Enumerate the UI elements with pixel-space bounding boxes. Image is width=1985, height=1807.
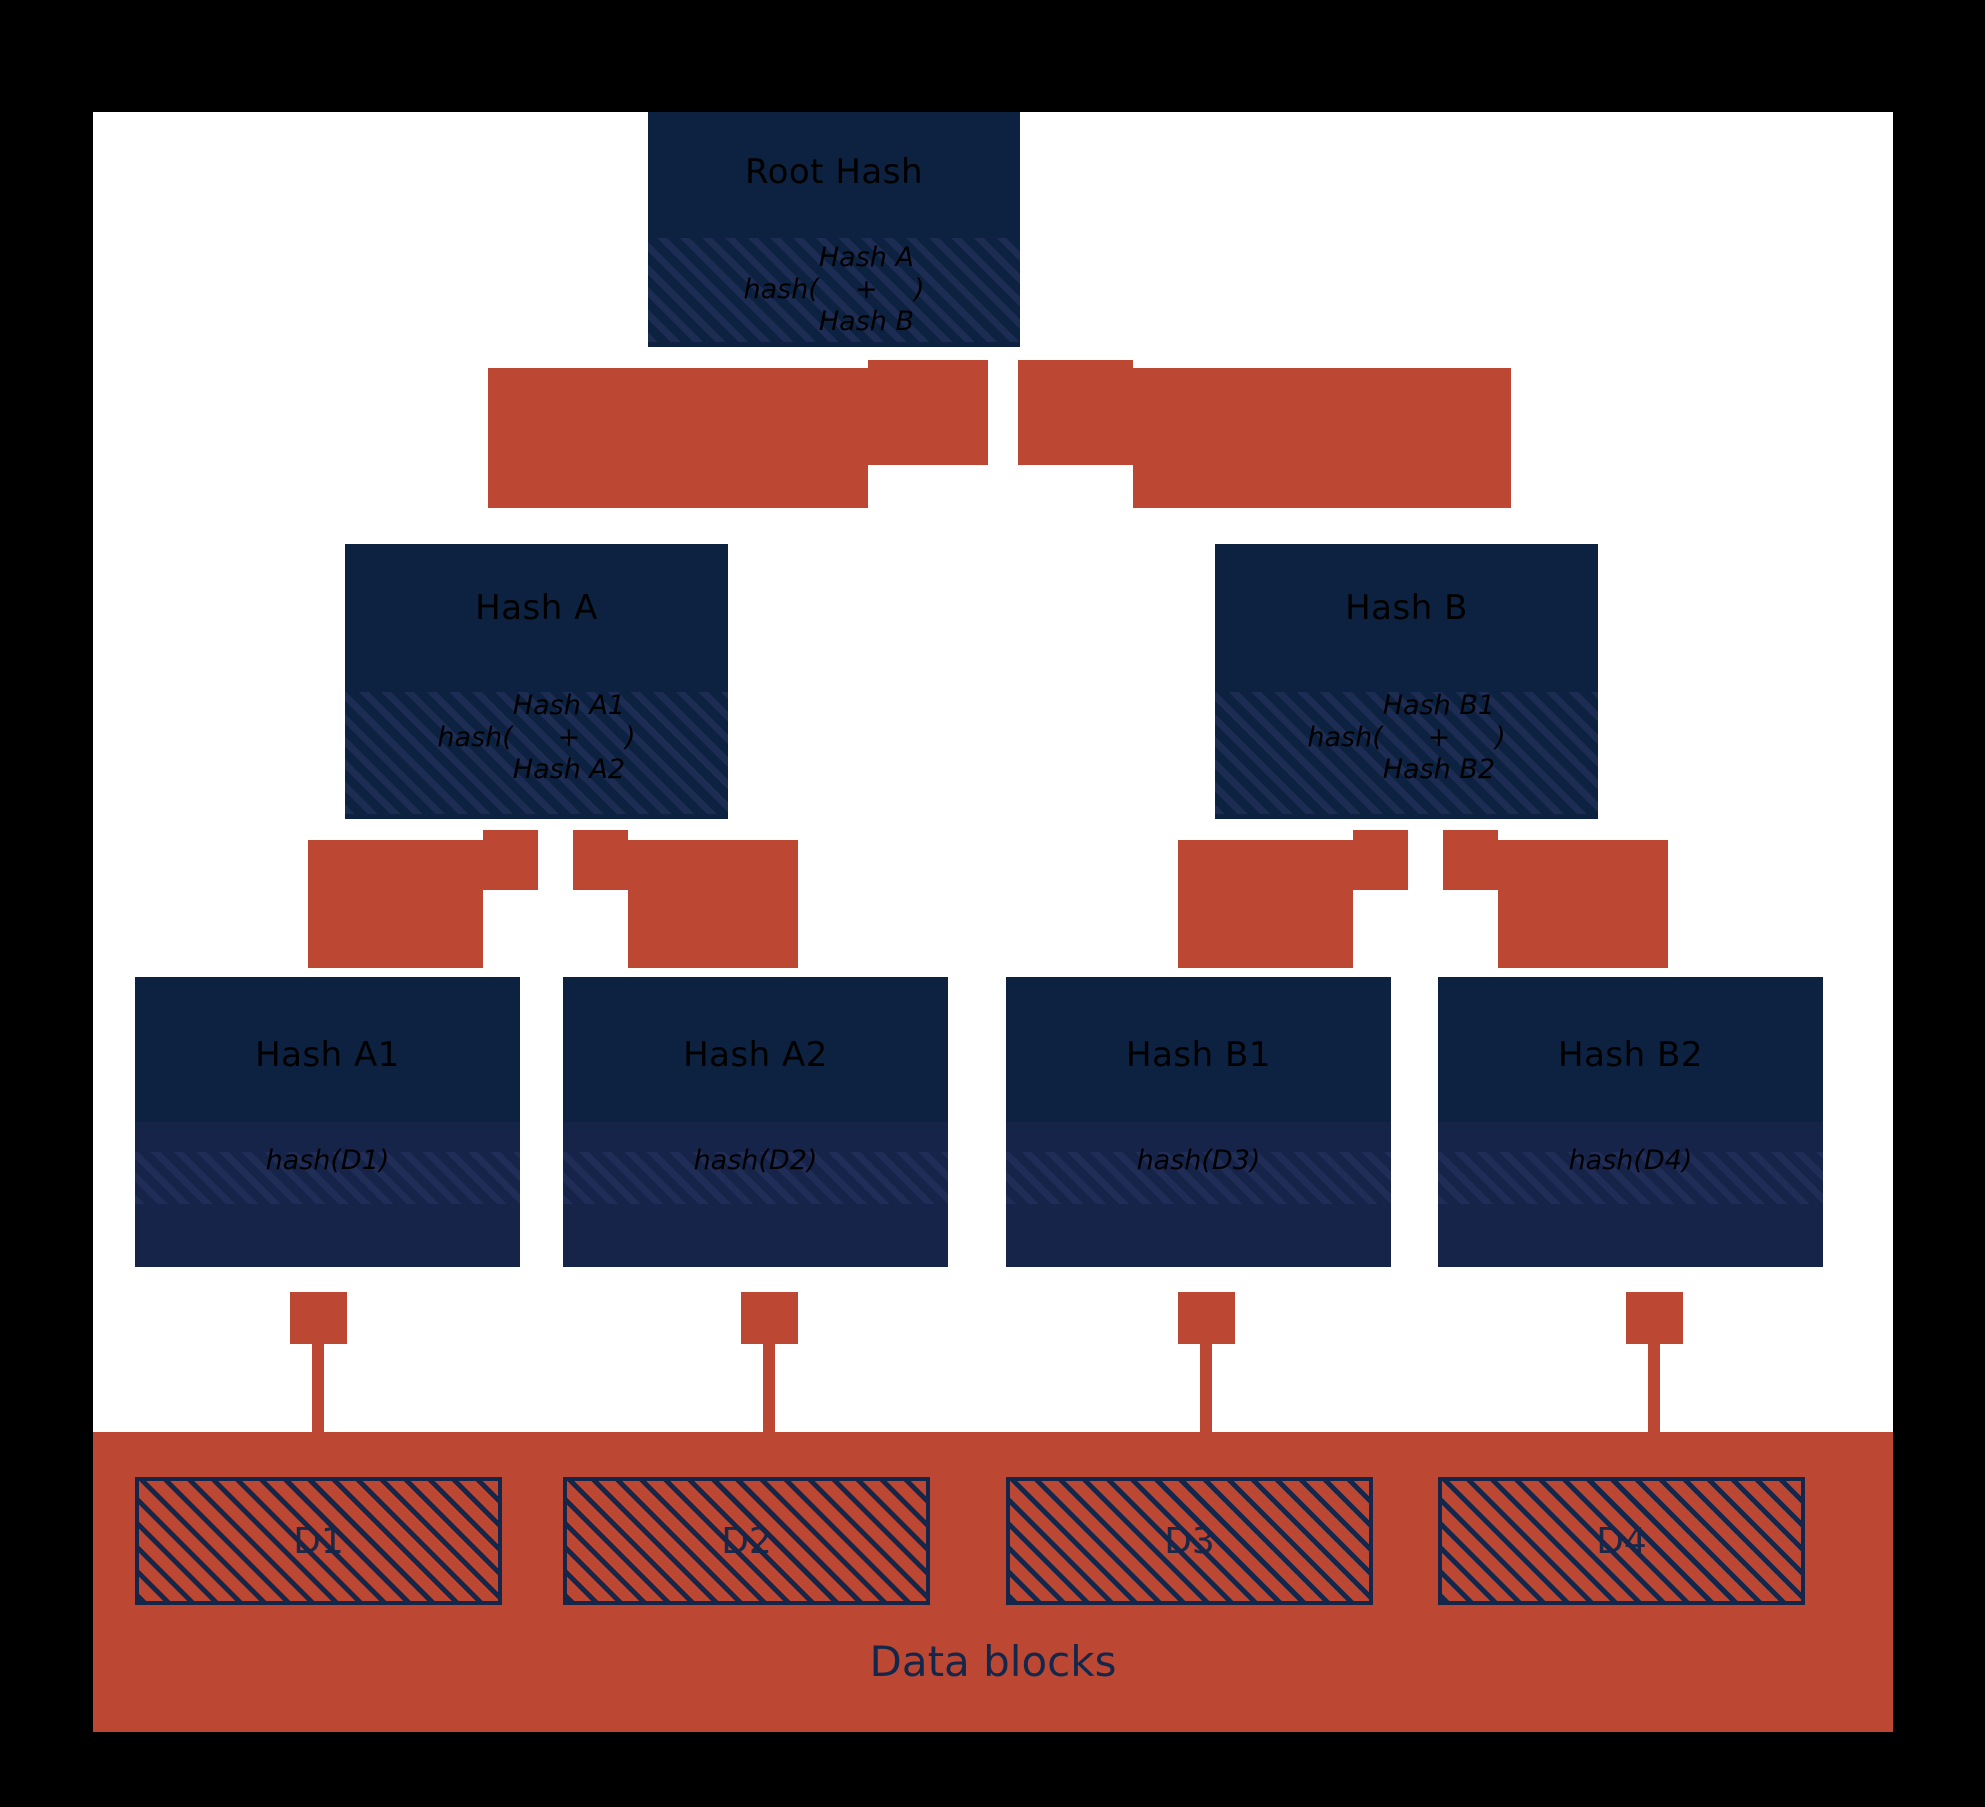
hash-a1-title: Hash A1 [255, 1035, 400, 1075]
hash-b-title: Hash B [1345, 588, 1468, 628]
data-blocks-caption: Data blocks [869, 1637, 1117, 1686]
connector-a1-to-d1-stem [312, 1344, 324, 1434]
connector-hash-b-to-b1 [1178, 840, 1353, 968]
connector-hash-b-to-b1-tab [1353, 830, 1408, 890]
connector-b1-to-d3-stem [1200, 1344, 1212, 1434]
connector-hash-b-to-b2 [1498, 840, 1668, 968]
connector-b1-to-d3-square [1178, 1292, 1235, 1344]
hash-a1-formula: hash(D1) [265, 1145, 390, 1176]
node-hash-a2: Hash A2 hash(D2) [563, 977, 948, 1267]
hash-a-formula-operator: + [557, 721, 581, 753]
hash-b-hatch [1215, 692, 1598, 814]
hash-b1-formula: hash(D3) [1136, 1145, 1261, 1176]
root-formula-operator: + [855, 273, 878, 305]
data-block-d4-label: D4 [1596, 1520, 1647, 1562]
connector-hash-a-to-a1 [308, 840, 483, 968]
hash-a2-hatch [563, 1152, 948, 1204]
connector-a1-to-d1-square [290, 1292, 347, 1344]
hash-b-formula-operator: + [1427, 721, 1451, 753]
data-block-d1-label: D1 [293, 1520, 344, 1562]
hash-b1-title: Hash B1 [1126, 1035, 1271, 1075]
root-formula-prefix: hash( [743, 273, 819, 305]
connector-a2-to-d2-square [741, 1292, 798, 1344]
hash-a-formula-prefix: hash( [437, 721, 513, 753]
hash-b1-hatch [1006, 1152, 1391, 1204]
connector-root-to-hash-b-tab [1018, 360, 1133, 465]
hash-a1-hatch [135, 1152, 520, 1204]
root-formula-top: Hash A [818, 242, 914, 273]
connector-root-to-hash-a [488, 368, 868, 508]
data-block-d4: D4 [1438, 1477, 1805, 1605]
root-hash-hatch [648, 238, 1020, 342]
connector-hash-a-to-a2 [628, 840, 798, 968]
data-blocks-band: D1 D2 D3 D4 Data blocks [93, 1432, 1893, 1732]
connector-a2-to-d2-stem [763, 1344, 775, 1434]
connector-hash-a-to-a1-tab [483, 830, 538, 890]
hash-b2-hatch [1438, 1152, 1823, 1204]
connector-b2-to-d4-stem [1648, 1344, 1660, 1434]
node-hash-b1: Hash B1 hash(D3) [1006, 977, 1391, 1267]
connector-root-to-hash-b [1133, 368, 1511, 508]
hash-b-formula: hash( Hash B1 + Hash B2 ) [1307, 690, 1505, 786]
node-hash-b: Hash B hash( Hash B1 + Hash B2 ) [1215, 544, 1598, 819]
root-formula-bottom: Hash B [818, 305, 914, 337]
hash-b-formula-bottom: Hash B2 [1382, 753, 1496, 785]
hash-b-formula-prefix: hash( [1307, 721, 1383, 753]
diagram-canvas: Root Hash hash( Hash A + Hash B ) Hash A… [93, 112, 1893, 1732]
hash-a-formula-top: Hash A1 [512, 690, 626, 721]
hash-a-formula-bottom: Hash A2 [512, 753, 626, 785]
hash-a-formula-suffix: ) [625, 721, 636, 753]
node-root-hash: Root Hash hash( Hash A + Hash B ) [648, 112, 1020, 347]
data-block-d3-label: D3 [1164, 1520, 1215, 1562]
data-block-d2: D2 [563, 1477, 930, 1605]
hash-a-formula: hash( Hash A1 + Hash A2 ) [437, 690, 635, 786]
hash-b2-title: Hash B2 [1558, 1035, 1703, 1075]
connector-root-to-hash-a-tab [868, 360, 988, 465]
hash-b-formula-top: Hash B1 [1382, 690, 1496, 721]
hash-a-title: Hash A [475, 588, 598, 628]
data-block-d1: D1 [135, 1477, 502, 1605]
connector-hash-a-to-a2-tab [573, 830, 628, 890]
hash-b2-formula: hash(D4) [1568, 1145, 1693, 1176]
node-hash-a1: Hash A1 hash(D1) [135, 977, 520, 1267]
data-block-d2-label: D2 [721, 1520, 772, 1562]
hash-a2-formula: hash(D2) [693, 1145, 818, 1176]
root-formula-suffix: ) [913, 273, 925, 305]
node-hash-a: Hash A hash( Hash A1 + Hash A2 ) [345, 544, 728, 819]
connector-b2-to-d4-square [1626, 1292, 1683, 1344]
node-hash-b2: Hash B2 hash(D4) [1438, 977, 1823, 1267]
connector-hash-b-to-b2-tab [1443, 830, 1498, 890]
data-block-d3: D3 [1006, 1477, 1373, 1605]
root-hash-formula: hash( Hash A + Hash B ) [743, 242, 924, 338]
root-hash-title: Root Hash [744, 152, 923, 192]
hash-b-formula-suffix: ) [1495, 721, 1506, 753]
hash-a2-title: Hash A2 [683, 1035, 828, 1075]
hash-a-hatch [345, 692, 728, 814]
